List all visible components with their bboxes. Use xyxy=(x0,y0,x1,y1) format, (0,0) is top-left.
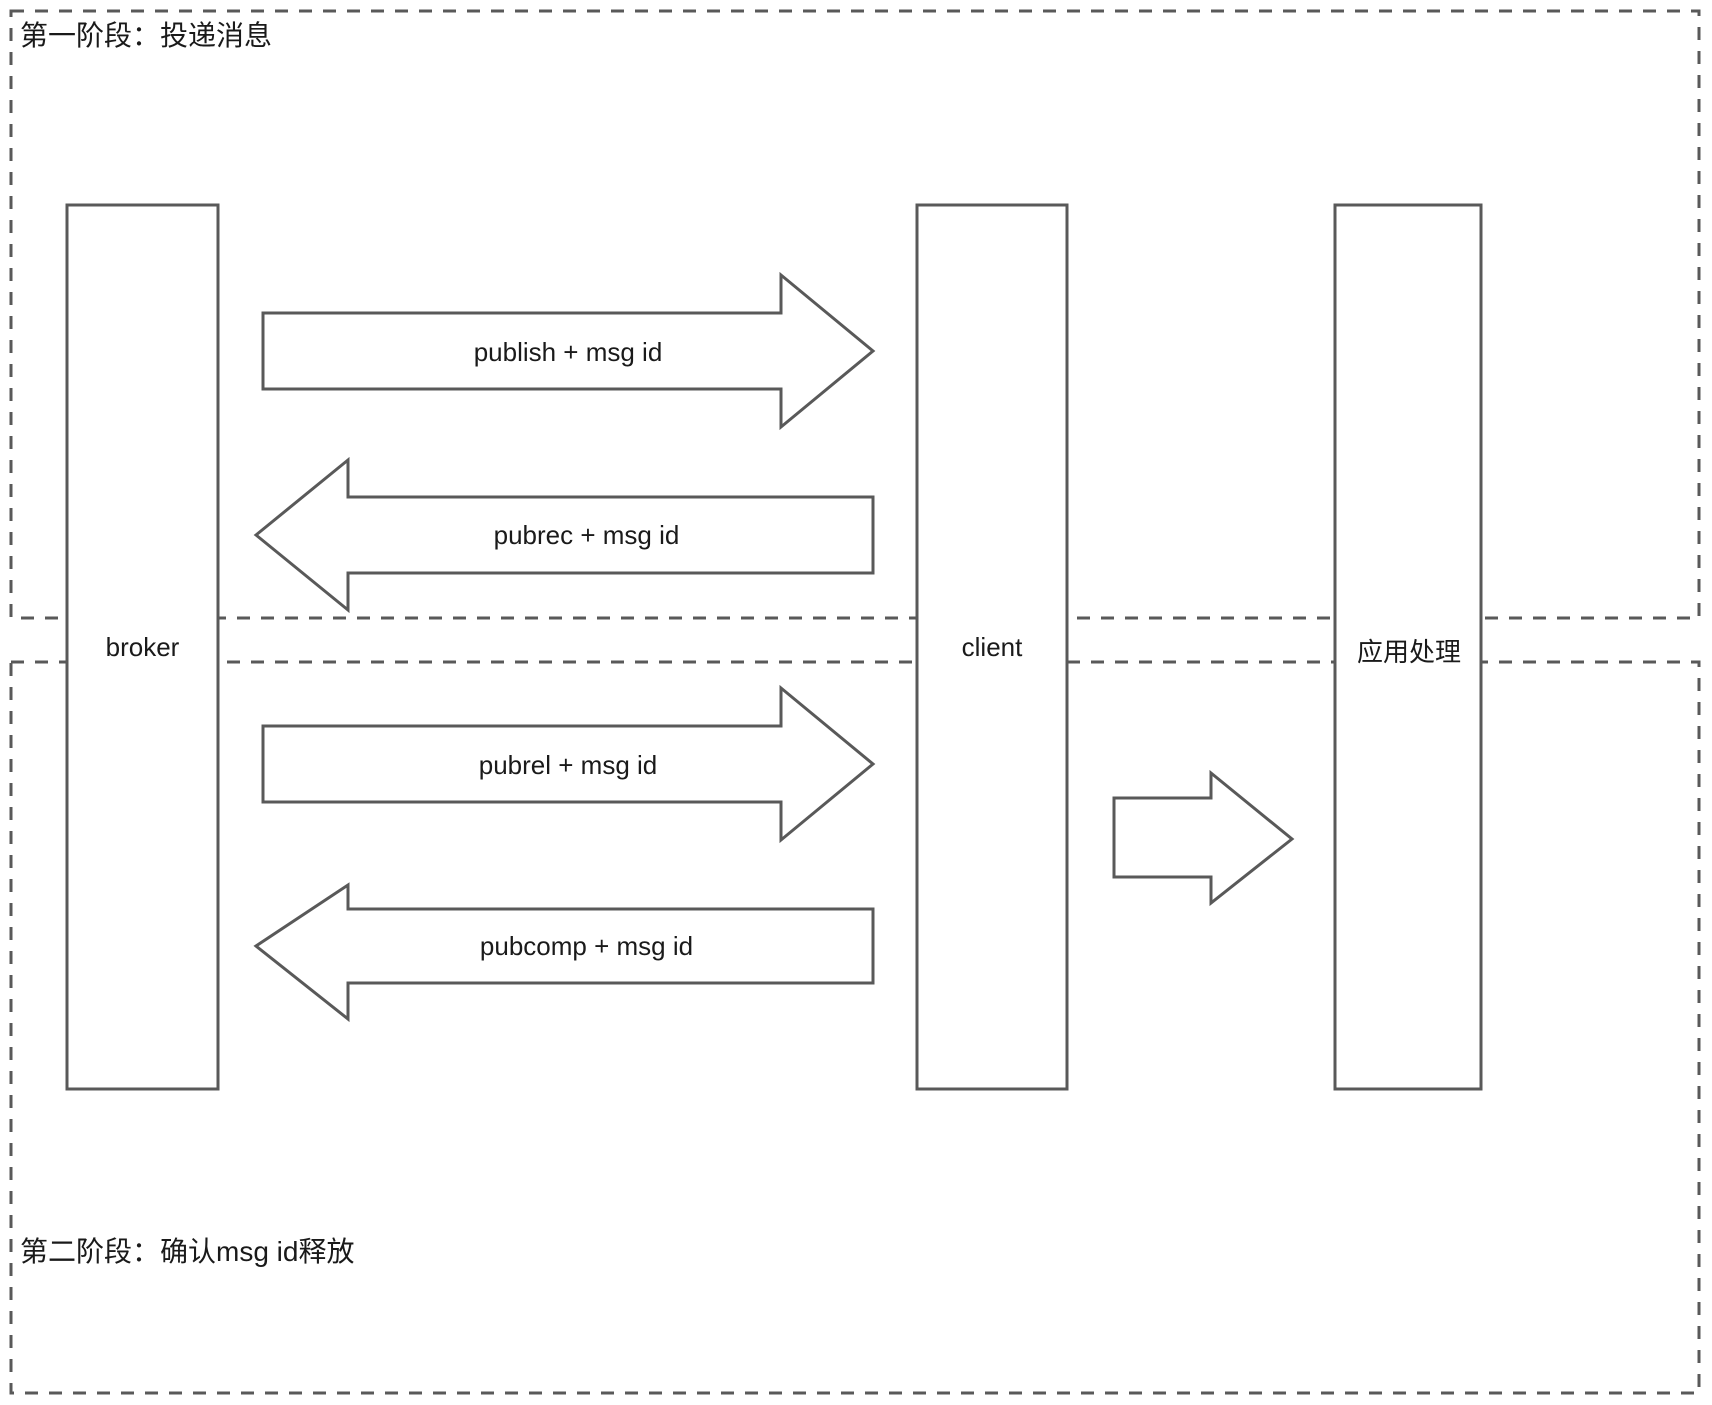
lifeline-label-client: client xyxy=(961,632,1023,662)
lifeline-label-broker: broker xyxy=(105,632,180,662)
arrow-handoff xyxy=(1112,769,1295,907)
phase-2-title: 第二阶段：确认msg id释放 xyxy=(20,1236,355,1267)
lifeline-label-app: 应用处理 xyxy=(1356,637,1461,667)
arrow-pubcomp xyxy=(253,882,875,1023)
arrow-label-pubrel: pubrel + msg id xyxy=(478,750,658,780)
lifeline-client xyxy=(915,203,1069,1091)
arrow-label-pubcomp: pubcomp + msg id xyxy=(479,931,694,961)
lifeline-broker xyxy=(65,203,220,1091)
phase-1-title: 第一阶段：投递消息 xyxy=(20,20,273,51)
phase-2-boundary xyxy=(9,660,1701,1395)
phase-1-boundary xyxy=(9,9,1701,620)
arrow-publish xyxy=(261,271,876,431)
arrow-pubrel xyxy=(261,684,876,844)
arrow-label-pubrec: pubrec + msg id xyxy=(493,520,680,550)
lifeline-app xyxy=(1333,203,1483,1091)
arrow-pubrec xyxy=(253,456,875,614)
arrow-label-publish: publish + msg id xyxy=(473,337,663,367)
